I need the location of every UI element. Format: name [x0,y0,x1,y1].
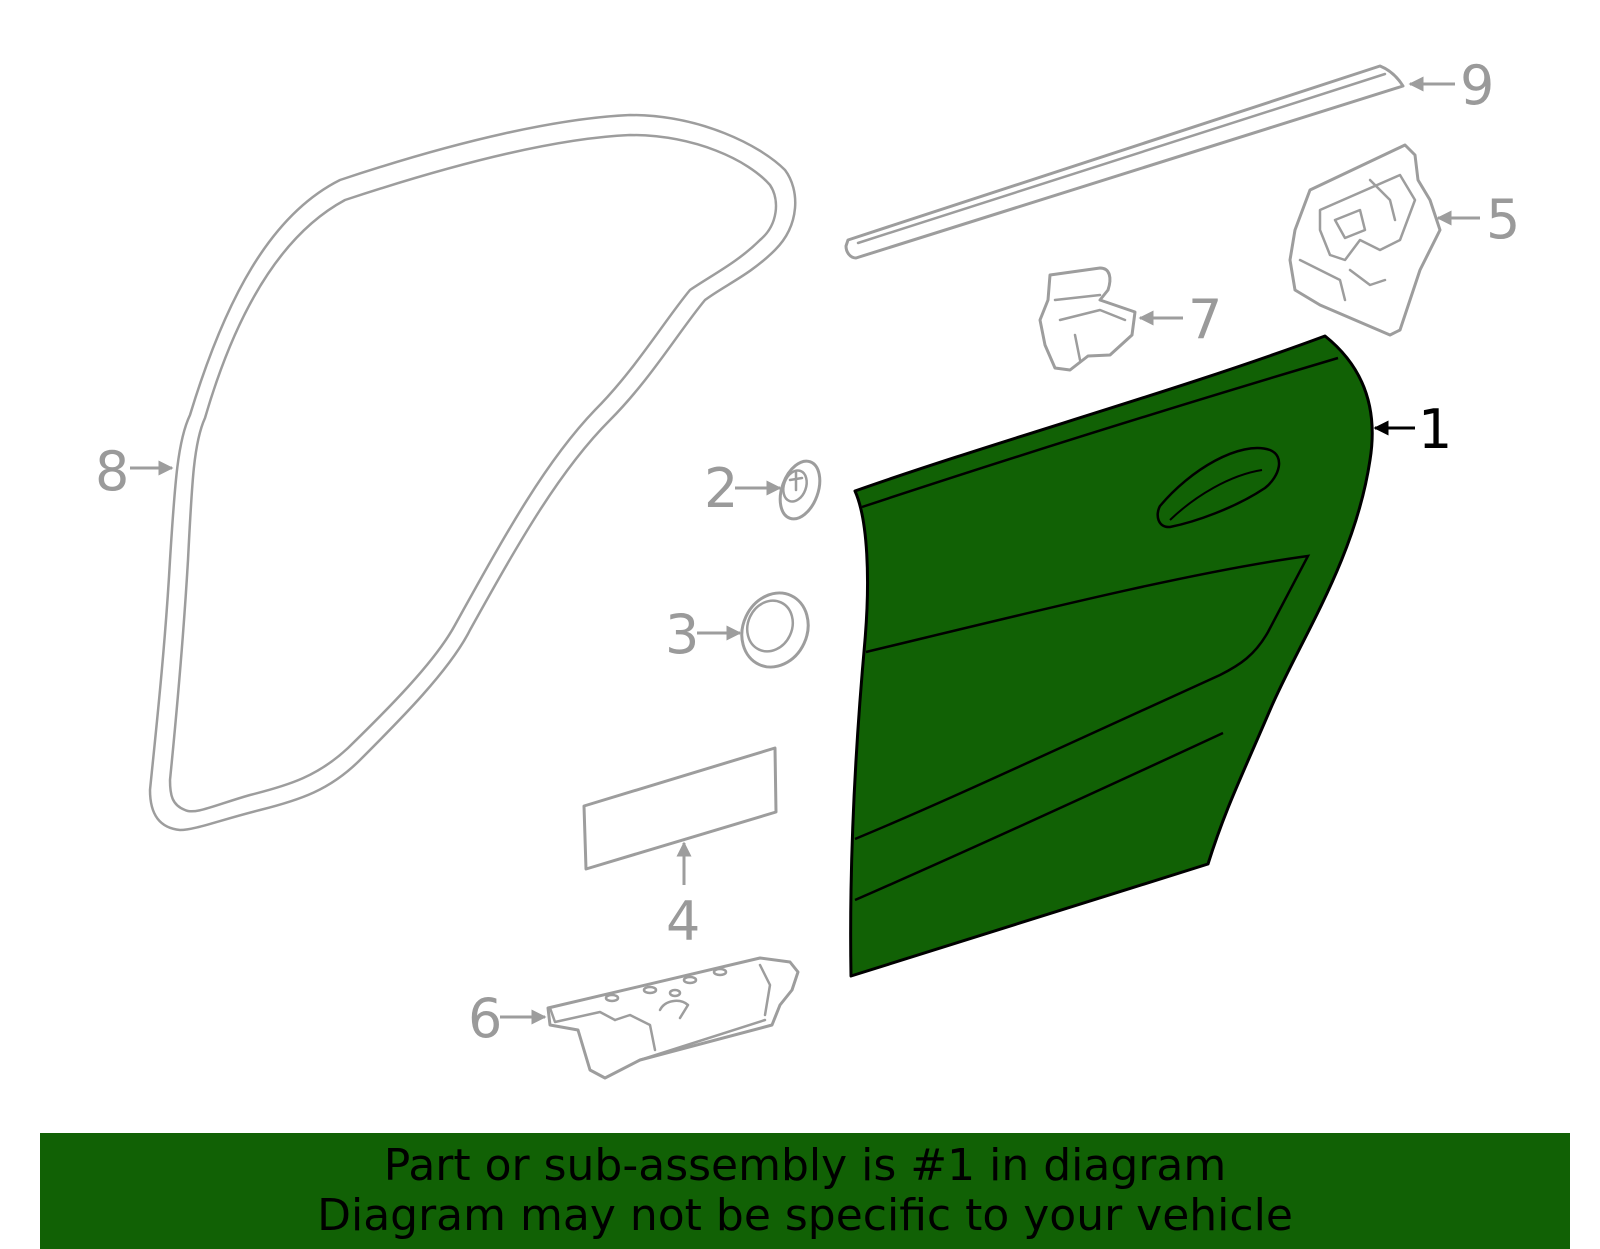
part-5-lock-actuator[interactable] [1288,143,1442,337]
door-handle-inner [1169,469,1263,521]
callout-2[interactable]: 2 [704,457,738,520]
part-4-label[interactable] [582,746,778,871]
part-3-plug[interactable] [730,582,820,678]
callout-1[interactable]: 1 [1418,398,1452,461]
callout-5[interactable]: 5 [1486,188,1520,251]
banner-line-1: Part or sub-assembly is #1 in diagram [383,1140,1227,1191]
part-9-belt-molding[interactable] [844,64,1405,260]
part-8-weatherstrip[interactable] [148,113,797,832]
door-shell-outline[interactable] [849,334,1374,978]
part-6-bracket[interactable] [546,956,800,1080]
door-body-line-lower [854,731,1224,902]
callout-9[interactable]: 9 [1460,54,1494,117]
callout-4[interactable]: 4 [666,890,700,953]
part-2-grommet[interactable] [773,456,827,525]
info-banner: Part or sub-assembly is #1 in diagram Di… [40,1133,1570,1249]
door-handle-recess [1156,446,1281,529]
door-beltline [861,356,1339,509]
callout-8[interactable]: 8 [95,440,129,503]
callout-3[interactable]: 3 [665,603,699,666]
part-1-door-shell[interactable] [849,334,1374,978]
banner-line-2: Diagram may not be specific to your vehi… [317,1190,1293,1241]
callout-7[interactable]: 7 [1188,288,1222,351]
part-7-door-stop[interactable] [1038,266,1137,372]
callout-6[interactable]: 6 [468,987,502,1050]
door-body-line-upper [854,554,1311,841]
